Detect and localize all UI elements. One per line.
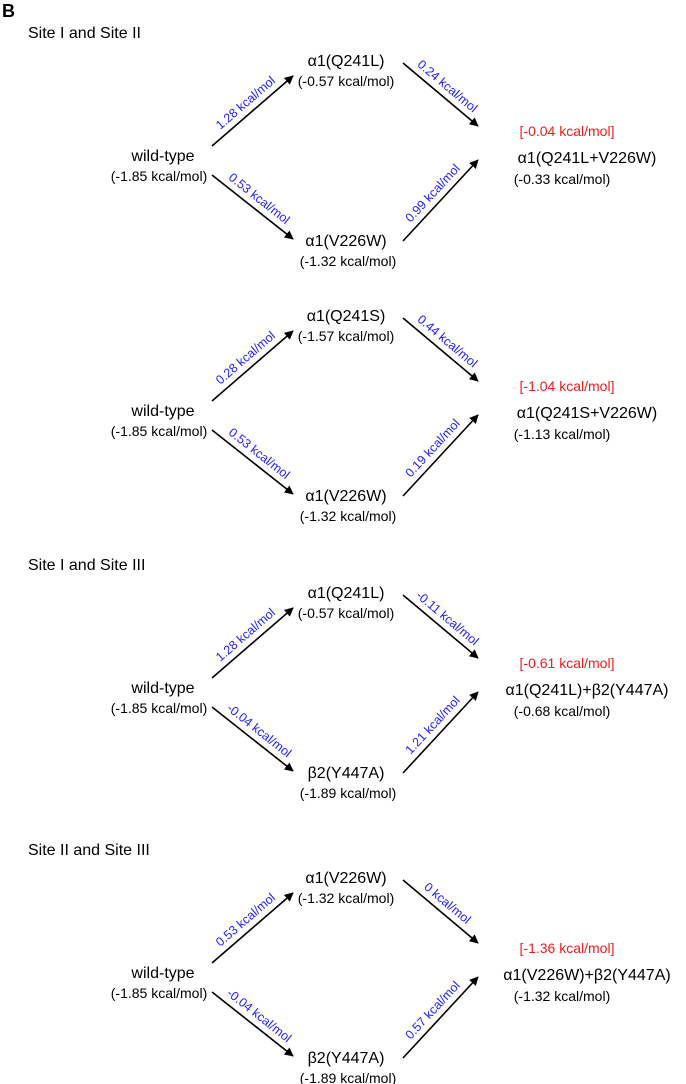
bottom-node-label: α1(V226W) (305, 233, 386, 250)
arrow-bottom-to-end (402, 691, 479, 774)
end-node-energy: (-1.32 kcal/mol) (514, 988, 610, 1004)
arrow-top-to-end (402, 62, 479, 127)
top-node-label: α1(Q241S) (307, 308, 386, 325)
top-node-label: α1(Q241L) (308, 53, 385, 70)
edge-label-bottom-end: 1.21 kcal/mol (403, 693, 463, 757)
edge-label-top-end: -0.11 kcal/mol (413, 588, 481, 648)
arrow-top-to-end (402, 317, 479, 382)
coupling-energy: [-0.04 kcal/mol] (520, 123, 615, 139)
top-node-energy: (-1.32 kcal/mol) (298, 890, 394, 906)
cycle-header: Site I and Site II (28, 25, 141, 42)
start-node-energy: (-1.85 kcal/mol) (111, 700, 207, 716)
end-node-energy: (-0.33 kcal/mol) (514, 171, 610, 187)
end-node-label: α1(Q241L+V226W) (518, 150, 657, 167)
arrow-top-to-end (402, 879, 479, 944)
edge-label-bottom-end: 0.19 kcal/mol (403, 416, 463, 480)
top-node-label: α1(V226W) (305, 870, 386, 887)
end-node-energy: (-1.13 kcal/mol) (514, 426, 610, 442)
end-node-label: α1(V226W)+β2(Y447A) (503, 967, 670, 984)
edge-label-start-top: 1.28 kcal/mol (213, 606, 278, 665)
cycle-header: Site I and Site III (28, 557, 145, 574)
arrow-start-to-bottom (211, 706, 294, 772)
arrow-start-to-top (211, 607, 294, 679)
bottom-node-label: β2(Y447A) (308, 1050, 385, 1067)
start-node-label: wild-type (130, 965, 194, 982)
bottom-node-energy: (-1.89 kcal/mol) (300, 1070, 396, 1084)
thermodynamic-cycle: Site I and Site III wild-type (-1.85 kcal/… (28, 557, 668, 801)
bottom-node-energy: (-1.32 kcal/mol) (300, 253, 396, 269)
end-node-label: α1(Q241L)+β2(Y447A) (506, 682, 669, 699)
start-node-energy: (-1.85 kcal/mol) (111, 168, 207, 184)
arrow-start-to-top (211, 75, 294, 147)
coupling-energy: [-1.04 kcal/mol] (520, 378, 615, 394)
edge-label-start-top: 1.28 kcal/mol (213, 74, 278, 133)
coupling-energy: [-1.36 kcal/mol] (520, 940, 615, 956)
top-node-energy: (-1.57 kcal/mol) (298, 328, 394, 344)
edge-label-bottom-end: 0.57 kcal/mol (403, 978, 463, 1042)
arrow-start-to-bottom (211, 991, 294, 1057)
arrow-start-to-top (211, 330, 294, 402)
edge-label-start-bottom: -0.04 kcal/mol (224, 986, 294, 1045)
coupling-energy: [-0.61 kcal/mol] (520, 655, 615, 671)
bottom-node-label: α1(V226W) (305, 488, 386, 505)
start-node-energy: (-1.85 kcal/mol) (111, 985, 207, 1001)
thermodynamic-cycle: Site II and Site III wild-type (-1.85 kcal… (28, 842, 671, 1084)
arrow-start-to-bottom (211, 174, 294, 240)
bottom-node-energy: (-1.89 kcal/mol) (300, 785, 396, 801)
arrow-bottom-to-end (402, 414, 479, 497)
end-node-label: α1(Q241S+V226W) (517, 405, 657, 422)
arrow-start-to-bottom (211, 429, 294, 495)
thermodynamic-cycle: wild-type (-1.85 kcal/mol) α1(Q241S) (-1.57… (111, 308, 657, 524)
edge-label-top-end: 0.24 kcal/mol (415, 57, 480, 115)
edge-label-top-end: 0.44 kcal/mol (415, 312, 480, 370)
bottom-node-label: β2(Y447A) (308, 765, 385, 782)
edge-label-top-end: 0 kcal/mol (421, 880, 473, 927)
top-node-label: α1(Q241L) (308, 585, 385, 602)
arrow-start-to-top (211, 892, 294, 964)
edge-label-start-bottom: 0.53 kcal/mol (226, 425, 292, 482)
arrow-bottom-to-end (402, 159, 479, 242)
top-node-energy: (-0.57 kcal/mol) (298, 73, 394, 89)
edge-label-bottom-end: 0.99 kcal/mol (403, 161, 463, 225)
bottom-node-energy: (-1.32 kcal/mol) (300, 508, 396, 524)
top-node-energy: (-0.57 kcal/mol) (298, 605, 394, 621)
edge-label-start-bottom: -0.04 kcal/mol (224, 701, 294, 760)
end-node-energy: (-0.68 kcal/mol) (514, 703, 610, 719)
edge-label-start-bottom: 0.53 kcal/mol (226, 170, 292, 227)
edge-label-start-top: 0.28 kcal/mol (213, 329, 278, 388)
start-node-label: wild-type (130, 403, 194, 420)
thermodynamic-cycle: Site I and Site II wild-type (-1.85 kcal/m… (28, 25, 656, 269)
arrow-bottom-to-end (402, 976, 479, 1059)
start-node-label: wild-type (130, 680, 194, 697)
start-node-label: wild-type (130, 148, 194, 165)
panel-letter: B (2, 1, 15, 21)
arrow-top-to-end (402, 594, 479, 659)
cycle-header: Site II and Site III (28, 842, 150, 859)
start-node-energy: (-1.85 kcal/mol) (111, 423, 207, 439)
edge-label-start-top: 0.53 kcal/mol (213, 891, 278, 950)
